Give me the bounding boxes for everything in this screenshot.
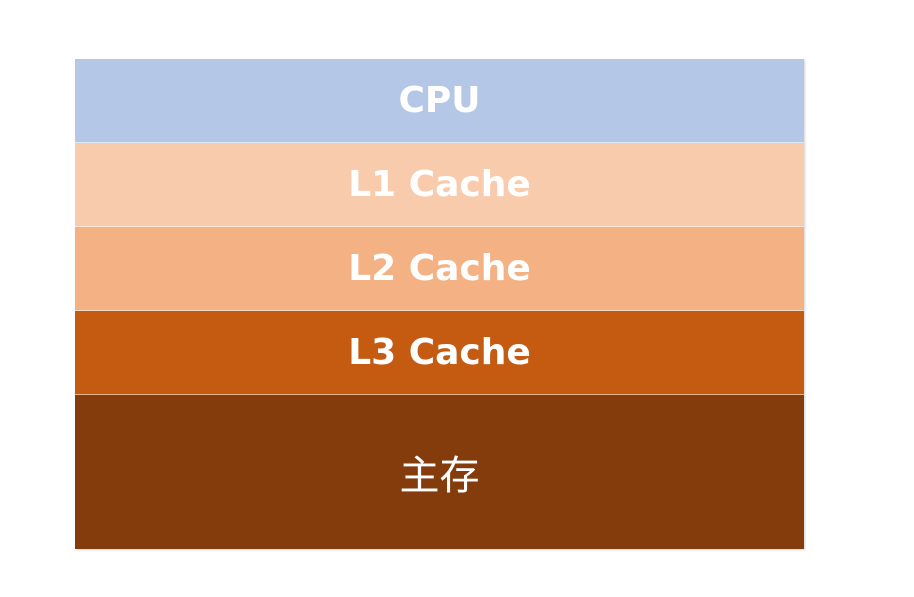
layer-l2-cache: L2 Cache	[75, 227, 804, 311]
layer-main-memory: 主存	[75, 395, 804, 549]
memory-hierarchy-diagram: CPU L1 Cache L2 Cache L3 Cache 主存	[75, 59, 804, 549]
layer-l3-cache: L3 Cache	[75, 311, 804, 395]
layer-cpu: CPU	[75, 59, 804, 143]
layer-l1-cache: L1 Cache	[75, 143, 804, 227]
